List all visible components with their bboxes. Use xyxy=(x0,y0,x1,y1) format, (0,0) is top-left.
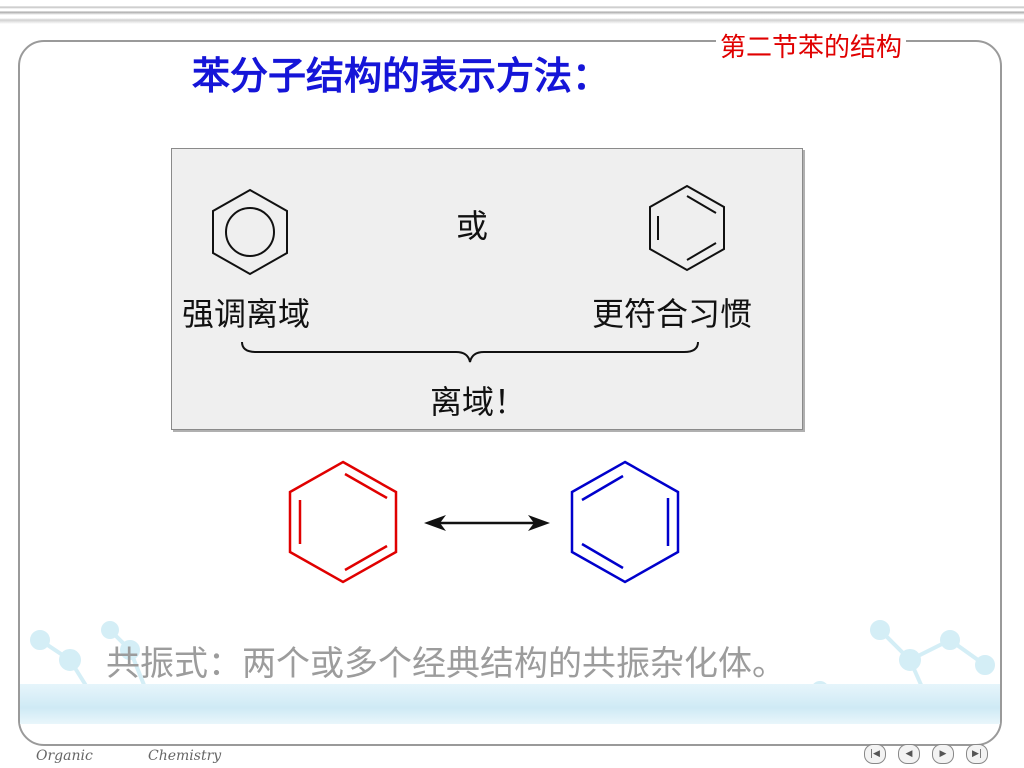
section-title: 第二节苯的结构 xyxy=(716,30,907,66)
footer-organic: Organic xyxy=(36,748,93,764)
right-structure-label: 更符合习惯 xyxy=(592,295,753,333)
footer-chemistry: Chemistry xyxy=(148,748,222,764)
curly-brace xyxy=(241,341,699,363)
resonance-structure-red xyxy=(288,460,398,584)
benzene-kekule-structure xyxy=(649,184,725,272)
resonance-structure-blue xyxy=(570,460,680,584)
next-page-icon[interactable]: ▶ xyxy=(932,744,954,764)
first-page-icon[interactable]: |◀ xyxy=(864,744,886,764)
last-page-icon[interactable]: ▶| xyxy=(966,744,988,764)
brace-label: 离域！ xyxy=(430,383,527,421)
prev-page-icon[interactable]: ◀ xyxy=(898,744,920,764)
resonance-arrow xyxy=(424,515,550,531)
top-rule xyxy=(0,0,1024,28)
or-label: 或 xyxy=(456,207,489,245)
decorative-bottom-band xyxy=(20,684,1000,724)
slide-title: 苯分子结构的表示方法： xyxy=(192,53,611,98)
left-structure-label: 强调离域 xyxy=(182,295,311,333)
representation-box xyxy=(171,148,803,430)
resonance-definition: 共振式：两个或多个经典结构的共振杂化体。 xyxy=(106,644,786,684)
benzene-circle-structure xyxy=(212,188,288,276)
